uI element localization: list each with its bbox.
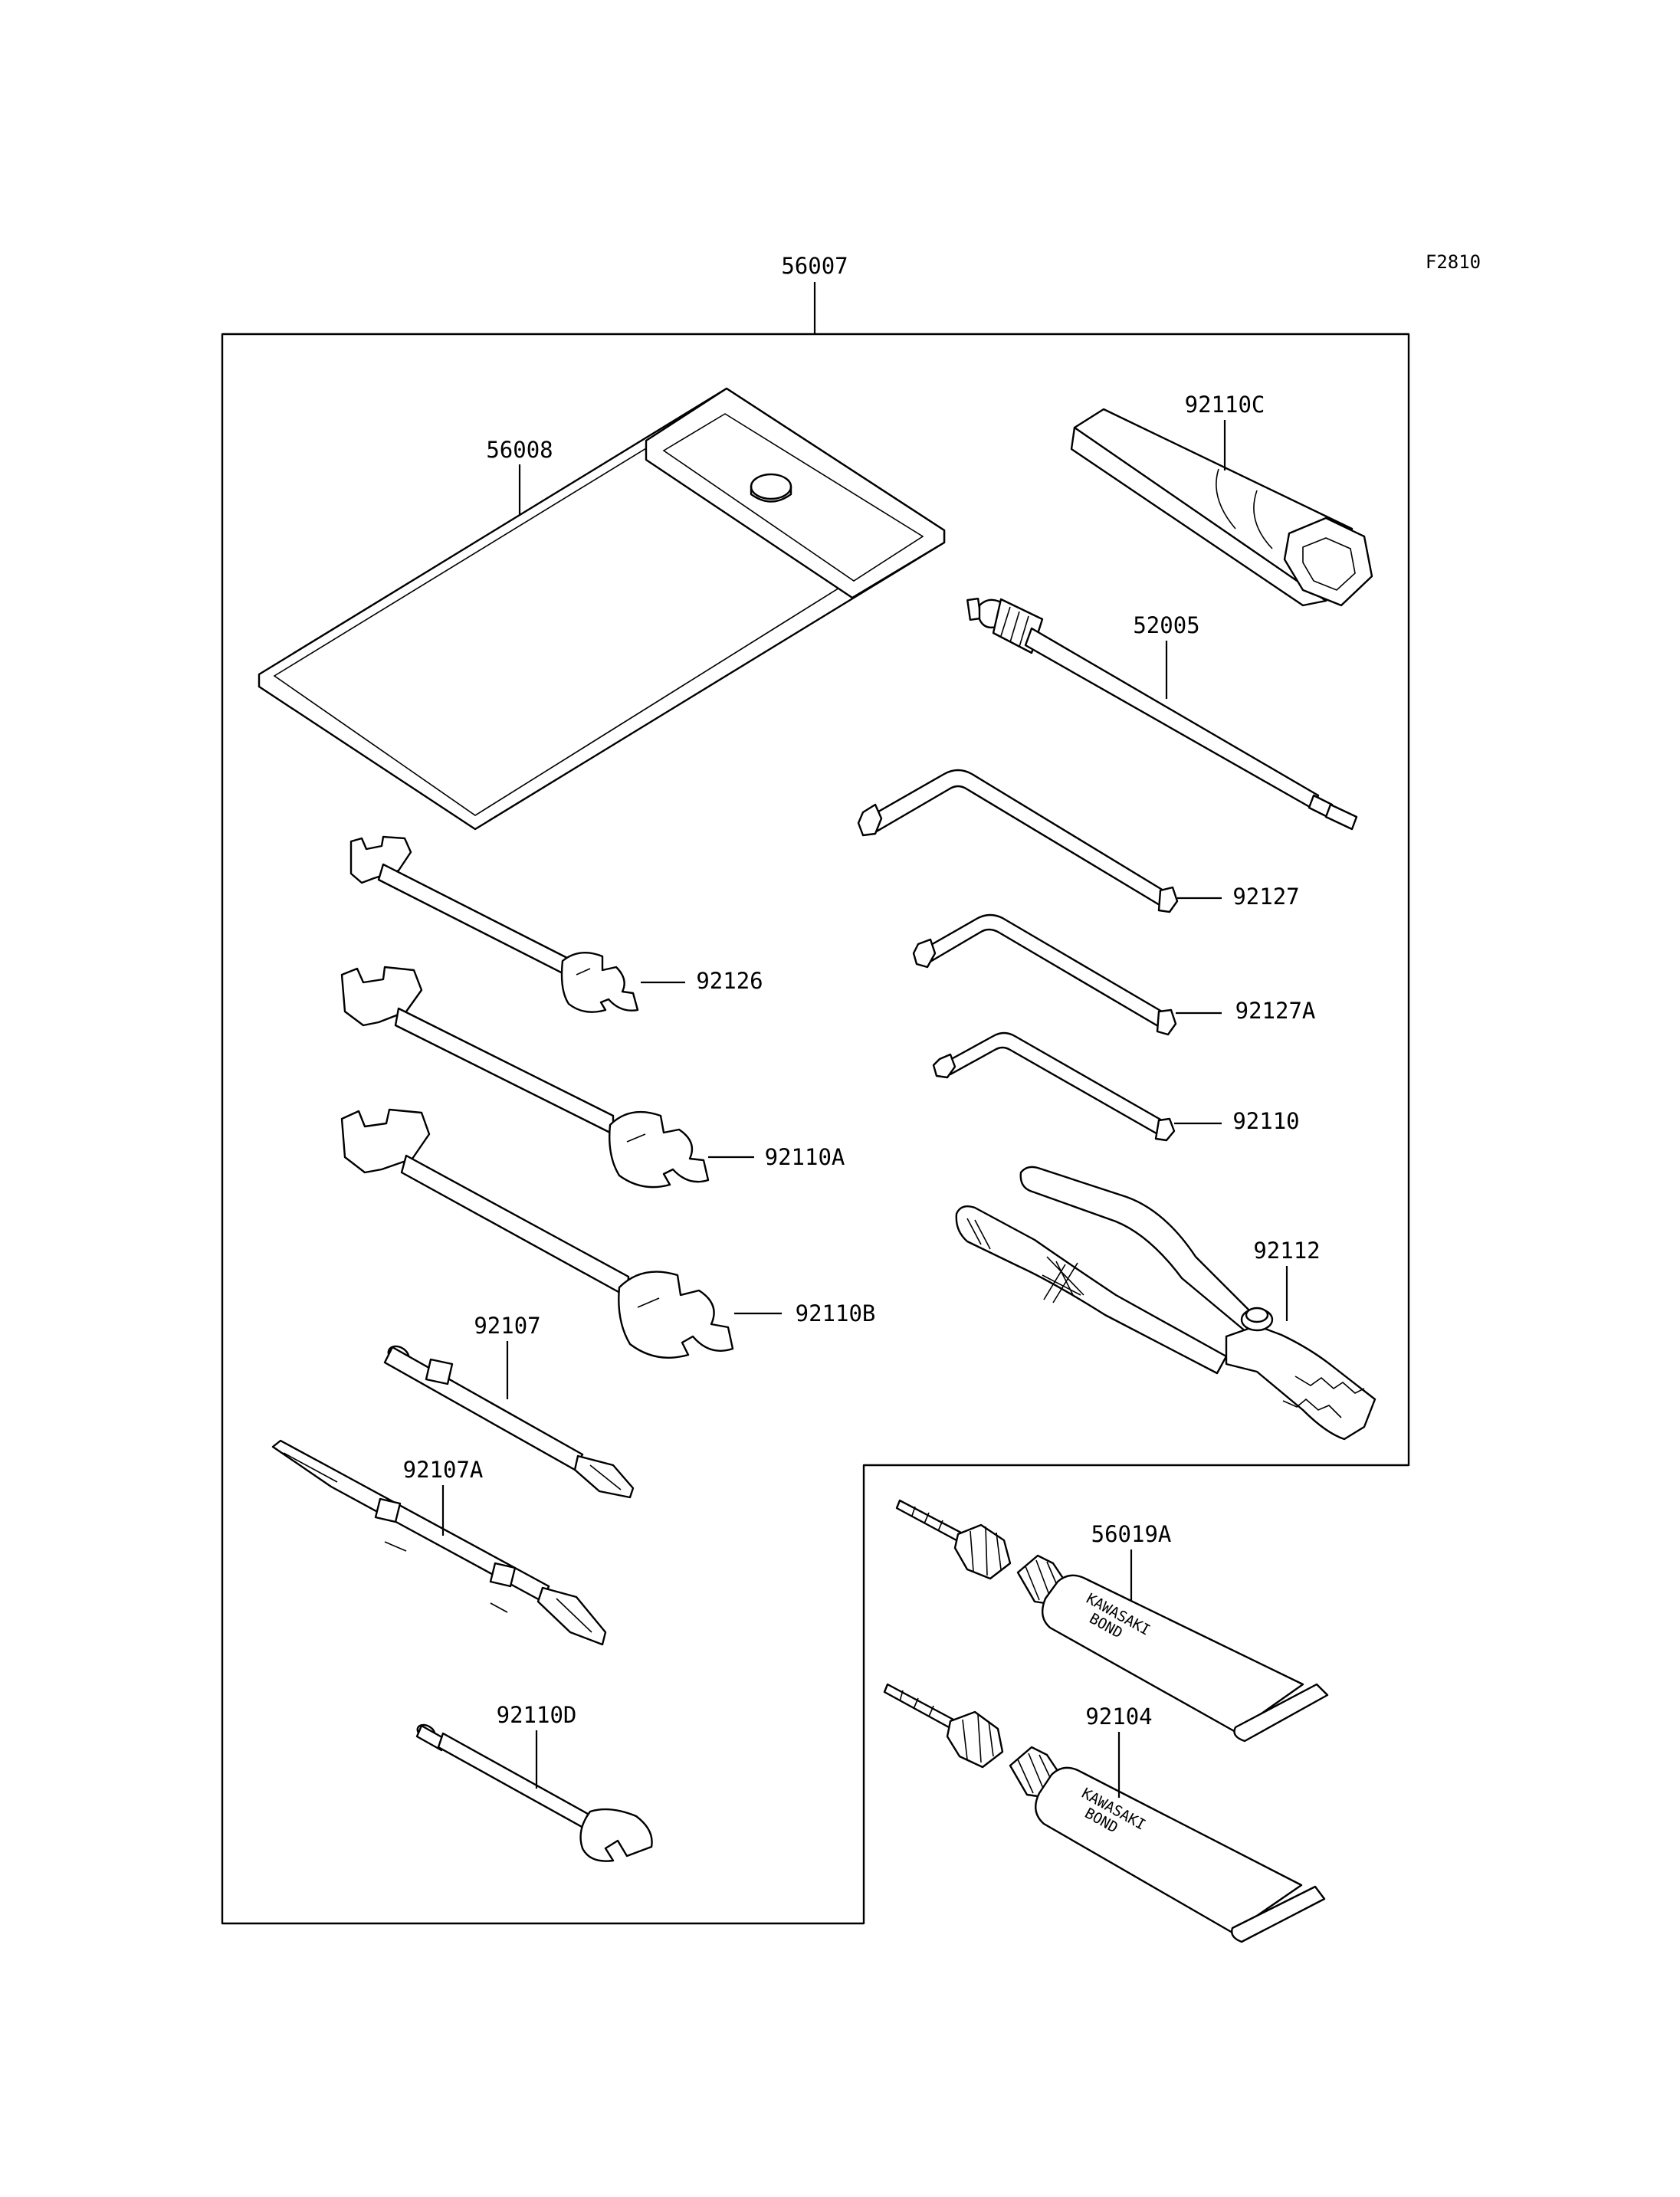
- open-end-wrench-small: [349, 835, 639, 1013]
- kit-enclosure: [221, 333, 1410, 1925]
- hex-wrench-medium: [912, 913, 1177, 1036]
- label-56019A: 56019A: [1091, 1521, 1172, 1547]
- figure-code: F2810: [1426, 251, 1481, 273]
- label-92112: 92112: [1253, 1238, 1320, 1264]
- label-92104: 92104: [1085, 1703, 1152, 1730]
- bond-tube-a: KAWASAKI BOND: [895, 1499, 1329, 1743]
- label-92127A: 92127A: [1235, 998, 1316, 1024]
- pliers: [955, 1166, 1376, 1441]
- label-kit-56007: 56007: [781, 253, 848, 279]
- open-end-wrench-large: [340, 1108, 734, 1359]
- hex-wrench-large: [857, 769, 1179, 913]
- label-92110B: 92110B: [796, 1300, 876, 1326]
- label-92110A: 92110A: [765, 1144, 845, 1170]
- label-92126: 92126: [696, 968, 763, 994]
- spark-plug-wrench: [1070, 408, 1373, 607]
- label-52005: 52005: [1133, 612, 1199, 638]
- screwdriver-grip: [271, 1439, 607, 1646]
- label-92110C: 92110C: [1185, 392, 1265, 418]
- label-56008: 56008: [486, 437, 553, 463]
- hex-wrench-small: [932, 1031, 1176, 1142]
- tool-bag: [258, 387, 946, 831]
- tire-pressure-gauge: [966, 597, 1358, 831]
- open-end-wrench-medium: [340, 966, 710, 1189]
- screwdriver-bit: [383, 1345, 635, 1499]
- label-92110D: 92110D: [497, 1702, 577, 1728]
- bond-tube-b: KAWASAKI BOND: [883, 1683, 1326, 1943]
- label-92107: 92107: [474, 1313, 540, 1339]
- label-92107A: 92107A: [403, 1457, 484, 1483]
- label-92110: 92110: [1232, 1108, 1299, 1134]
- spoke-wrench: [415, 1723, 653, 1862]
- label-92127: 92127: [1232, 884, 1299, 910]
